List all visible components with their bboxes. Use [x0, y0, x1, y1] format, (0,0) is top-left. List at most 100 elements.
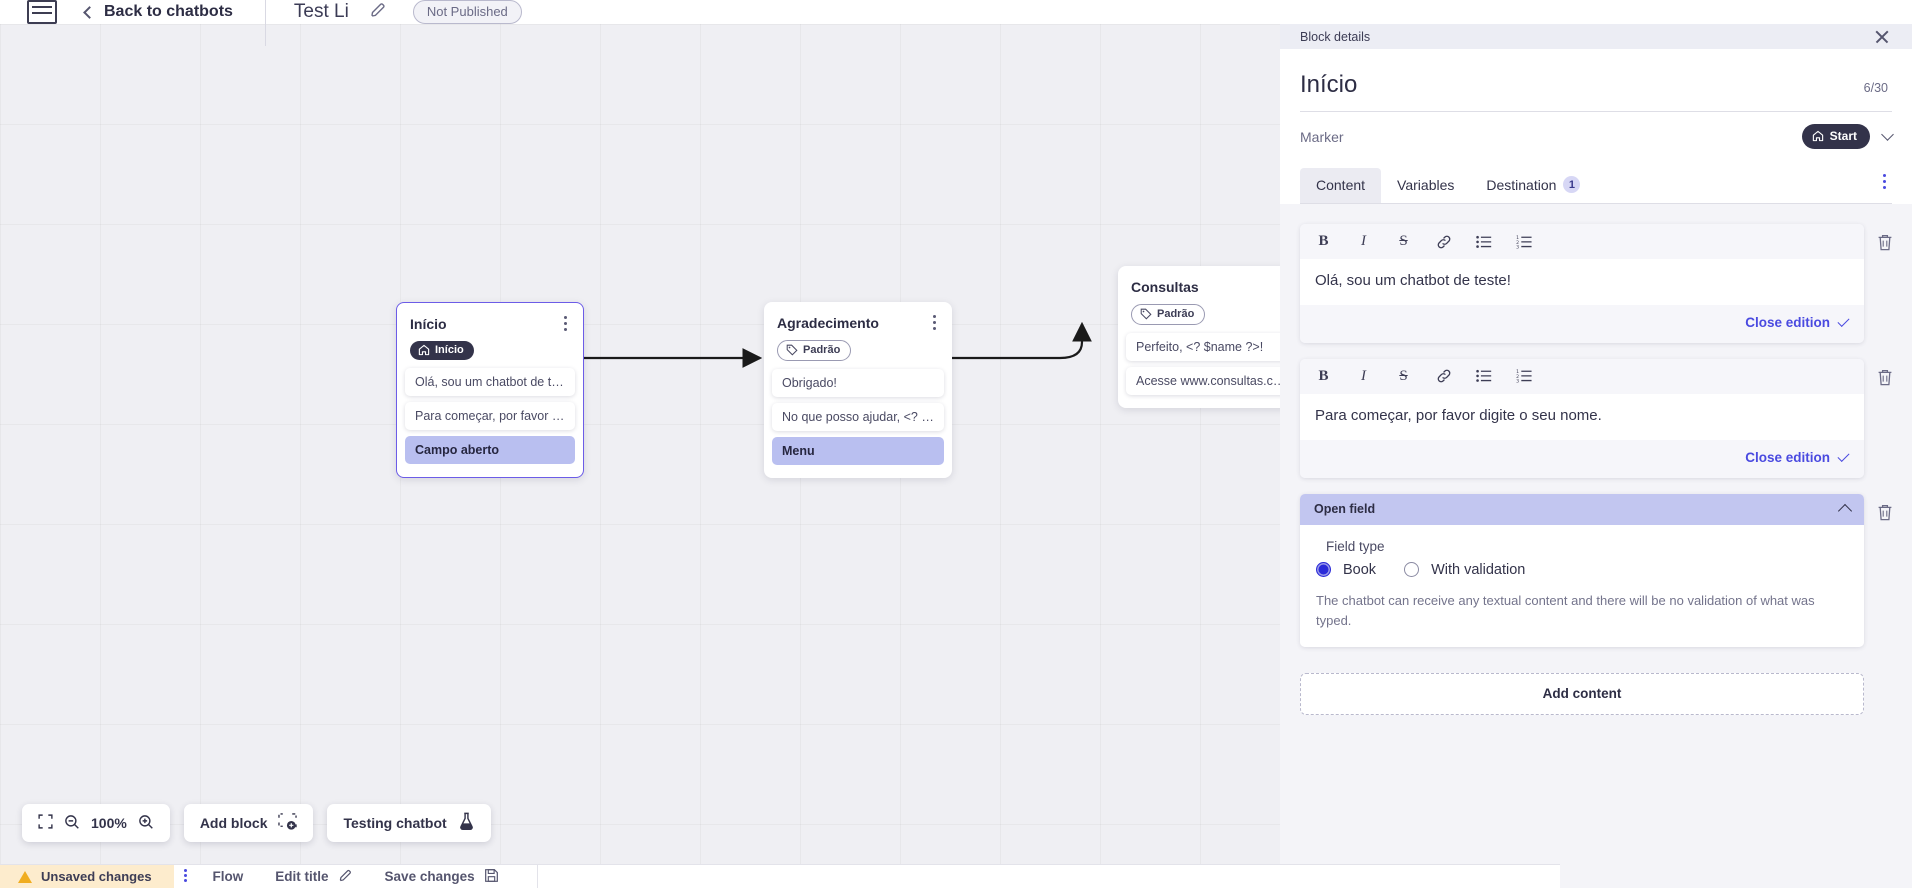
- marker-label: Marker: [1300, 128, 1344, 145]
- bold-icon[interactable]: B: [1318, 367, 1329, 384]
- tab-variables-label: Variables: [1397, 176, 1455, 193]
- page-title: Início: [1300, 71, 1358, 98]
- panel-subheader: Block details: [1280, 24, 1912, 49]
- tag-icon: [786, 344, 798, 356]
- block-message[interactable]: Para começar, por favor digite o ...: [405, 402, 575, 430]
- editor-text-content[interactable]: Olá, sou um chatbot de teste!: [1300, 259, 1864, 305]
- block-header: Consultas Padrão: [1118, 266, 1306, 331]
- radio-book-label: Book: [1343, 561, 1377, 578]
- flow-block-inicio[interactable]: Início Início Olá, sou um chatbot de tes…: [396, 302, 584, 478]
- tab-destination[interactable]: Destination 1: [1470, 167, 1596, 203]
- content-item: Open field Field type Book With validati…: [1300, 493, 1894, 647]
- strikethrough-icon[interactable]: S: [1399, 367, 1408, 384]
- tab-variables[interactable]: Variables: [1381, 168, 1470, 203]
- block-message[interactable]: Campo aberto: [405, 436, 575, 464]
- testing-chatbot-button[interactable]: Testing chatbot: [327, 804, 491, 842]
- bullet-list-icon[interactable]: [1475, 233, 1492, 250]
- close-edition-button[interactable]: Close edition: [1745, 449, 1850, 465]
- bullet-list-icon[interactable]: [1475, 368, 1492, 385]
- block-title: Agradecimento: [777, 315, 879, 331]
- block-message[interactable]: Menu: [772, 437, 944, 465]
- marker-value-label: Start: [1829, 129, 1857, 143]
- block-message[interactable]: Acesse www.consultas.com par...: [1126, 367, 1298, 395]
- pencil-icon: [338, 868, 353, 886]
- content-overflow-menu-button[interactable]: [1877, 174, 1892, 196]
- field-type-radio-group: Book With validation: [1316, 562, 1848, 578]
- edit-title-label: Edit title: [275, 869, 329, 884]
- editor-text-content[interactable]: Para começar, por favor digite o seu nom…: [1300, 393, 1864, 440]
- pencil-icon[interactable]: [369, 1, 387, 24]
- tab-content[interactable]: Content: [1300, 167, 1382, 203]
- block-menu-button[interactable]: [558, 316, 572, 332]
- block-message[interactable]: No que posso ajudar, <? $name ...: [772, 403, 944, 431]
- marker-control: Start: [1801, 124, 1894, 149]
- zoom-level: 100%: [91, 815, 127, 831]
- close-icon[interactable]: [1874, 29, 1890, 45]
- chevron-up-icon[interactable]: [1837, 503, 1853, 518]
- marker-row: Marker Start: [1280, 112, 1912, 149]
- flask-icon: [458, 812, 475, 834]
- publish-status-badge: Not Published: [412, 0, 522, 24]
- warning-icon: [18, 870, 32, 883]
- block-messages: Obrigado! No que posso ajudar, <? $name …: [764, 367, 952, 465]
- top-bar: Back to chatbots Test Li Not Published: [0, 0, 1912, 46]
- strikethrough-icon[interactable]: S: [1399, 233, 1408, 249]
- radio-book[interactable]: [1316, 562, 1331, 577]
- trash-icon[interactable]: [1876, 503, 1894, 522]
- block-title: Consultas: [1131, 279, 1199, 295]
- italic-icon[interactable]: I: [1361, 233, 1366, 249]
- fit-screen-icon[interactable]: [38, 814, 53, 832]
- home-icon: [1812, 130, 1823, 142]
- edit-title-button[interactable]: Edit title: [259, 868, 368, 886]
- tab-destination-label: Destination: [1486, 176, 1557, 193]
- save-changes-button[interactable]: Save changes: [369, 868, 515, 886]
- back-to-chatbots-button[interactable]: Back to chatbots: [83, 3, 233, 21]
- block-details-panel: General information Builder Channels Blo…: [1280, 0, 1912, 888]
- block-messages: Olá, sou um chatbot de teste! Para começ…: [397, 366, 583, 464]
- testing-chatbot-label: Testing chatbot: [343, 815, 447, 831]
- flow-button[interactable]: Flow: [197, 869, 260, 884]
- status-menu-button[interactable]: [174, 869, 197, 884]
- block-message[interactable]: Obrigado!: [772, 369, 944, 397]
- block-messages: Perfeito, <? $name ?>! Acesse www.consul…: [1118, 331, 1306, 395]
- flow-block-consultas[interactable]: Consultas Padrão Perfeito, <? $name ?>! …: [1118, 266, 1306, 408]
- link-icon[interactable]: [1435, 233, 1452, 250]
- add-content-button[interactable]: Add content: [1300, 672, 1864, 715]
- block-message[interactable]: Olá, sou um chatbot de teste!: [405, 368, 575, 396]
- close-edition-label: Close edition: [1745, 314, 1830, 330]
- radio-with-validation-label: With validation: [1431, 561, 1526, 578]
- block-name-row: Início 6/30: [1280, 49, 1912, 99]
- flow-block-agradecimento[interactable]: Agradecimento Padrão Obrigado! No que po…: [764, 302, 952, 478]
- marker-value-pill[interactable]: Start: [1801, 124, 1870, 149]
- zoom-controls[interactable]: 100%: [22, 804, 170, 842]
- zoom-in-icon[interactable]: [138, 814, 154, 833]
- block-tag-label: Padrão: [803, 344, 841, 356]
- block-message[interactable]: Perfeito, <? $name ?>!: [1126, 333, 1298, 361]
- divider: [536, 864, 538, 888]
- bold-icon[interactable]: B: [1318, 233, 1329, 249]
- editor-footer: Close edition: [1300, 304, 1864, 343]
- block-tag: Padrão: [777, 340, 852, 361]
- block-header: Agradecimento Padrão: [764, 302, 952, 367]
- link-icon[interactable]: [1435, 368, 1452, 385]
- block-title: Início: [410, 316, 447, 332]
- open-field-header[interactable]: Open field: [1300, 493, 1864, 525]
- logo-icon[interactable]: [27, 0, 57, 24]
- radio-with-validation[interactable]: [1404, 562, 1420, 577]
- block-menu-button[interactable]: [927, 315, 941, 331]
- zoom-out-icon[interactable]: [64, 814, 80, 833]
- trash-icon[interactable]: [1876, 368, 1894, 387]
- trash-icon[interactable]: [1876, 233, 1894, 252]
- add-block-button[interactable]: Add block: [183, 804, 314, 842]
- content-tab-bar: Content Variables Destination 1: [1300, 167, 1892, 204]
- close-edition-button[interactable]: Close edition: [1745, 314, 1850, 330]
- chevron-down-icon[interactable]: [1881, 128, 1894, 141]
- italic-icon[interactable]: I: [1361, 367, 1366, 384]
- open-field-body: Field type Book With validation The chat…: [1300, 524, 1864, 647]
